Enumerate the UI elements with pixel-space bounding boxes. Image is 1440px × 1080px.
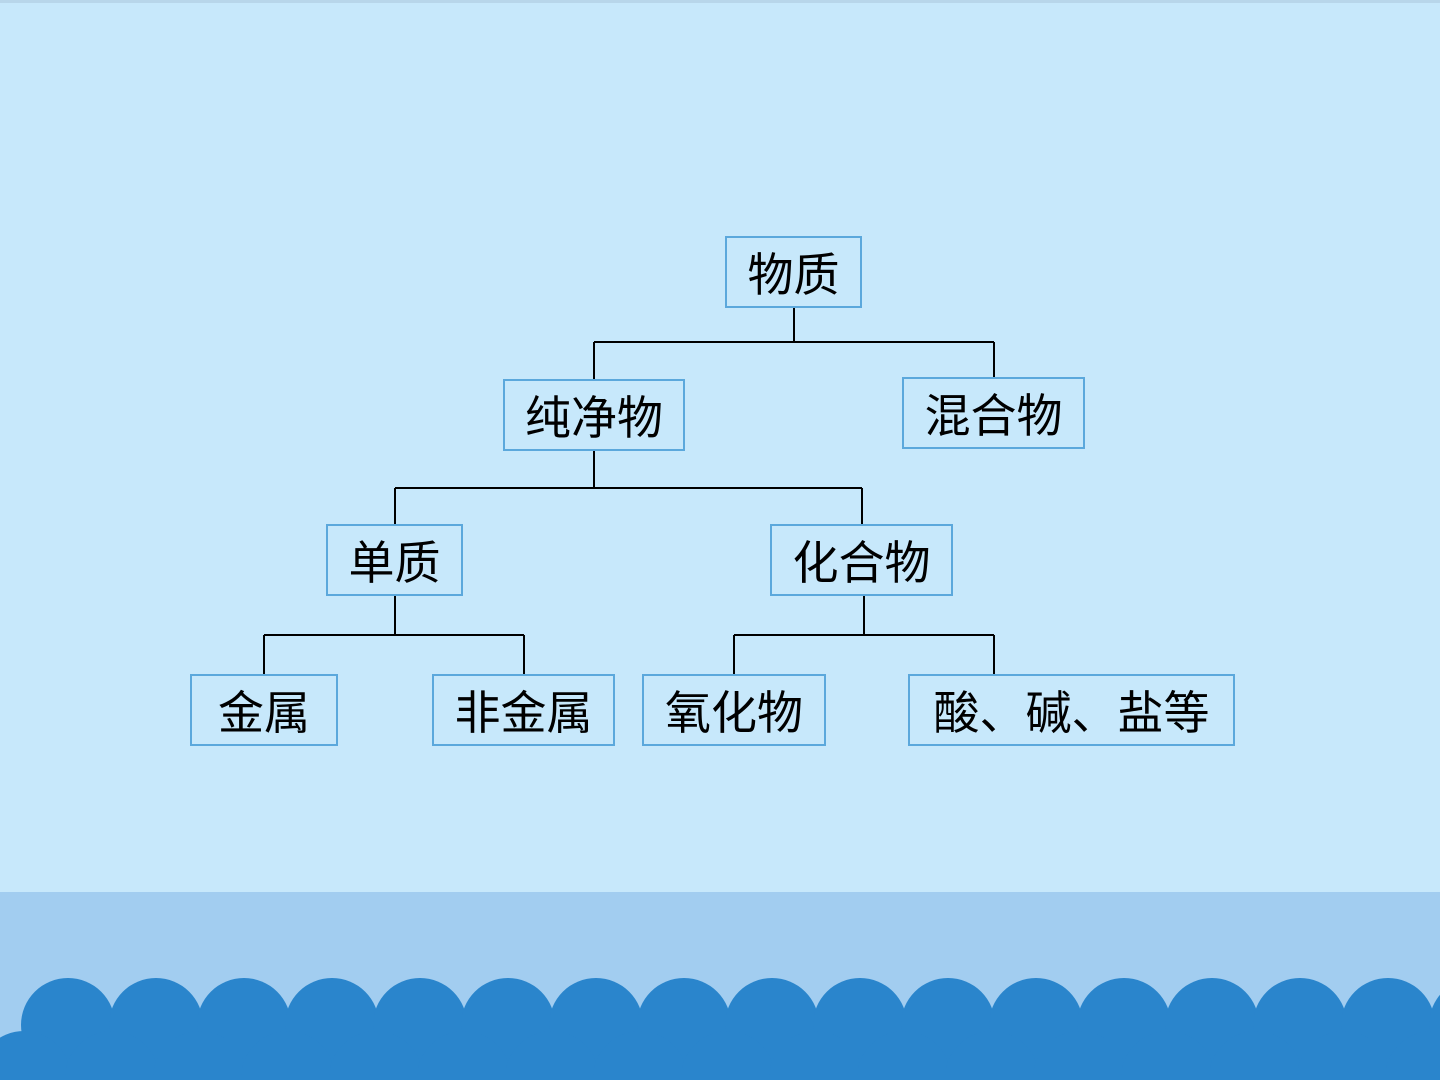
node-element: 单质 bbox=[326, 524, 463, 596]
node-pure-substance: 纯净物 bbox=[503, 379, 685, 451]
tree-connectors bbox=[263, 308, 995, 674]
wave-bottom-scallop bbox=[1033, 1031, 1127, 1080]
node-compound: 化合物 bbox=[770, 524, 953, 596]
top-edge-line bbox=[0, 0, 1440, 3]
node-nonmetal: 非金属 bbox=[432, 674, 615, 746]
wave-bottom-scallop bbox=[1385, 1031, 1440, 1080]
wave-bottom-scallop bbox=[769, 1031, 863, 1080]
wave-bottom-scallop bbox=[593, 1031, 687, 1080]
node-oxide: 氧化物 bbox=[642, 674, 826, 746]
wave-decoration bbox=[0, 978, 1440, 1080]
connector-element-children bbox=[263, 596, 525, 674]
wave-bottom-scallop bbox=[0, 1031, 71, 1080]
connector-pure-children bbox=[394, 451, 863, 524]
wave-bottom-scallop bbox=[1121, 1031, 1215, 1080]
connector-compound-children bbox=[733, 596, 995, 674]
wave-bottom-scallop bbox=[241, 1031, 335, 1080]
node-root: 物质 bbox=[725, 236, 862, 308]
wave-bottom-scallop bbox=[329, 1031, 423, 1080]
wave-bottom-scallop bbox=[1209, 1031, 1303, 1080]
wave-bottom-scallop bbox=[65, 1031, 159, 1080]
node-acid-base-salt: 酸、碱、盐等 bbox=[908, 674, 1235, 746]
wave-bottom-scallop bbox=[945, 1031, 1039, 1080]
wave-bottom-scallop bbox=[417, 1031, 511, 1080]
node-mixture: 混合物 bbox=[902, 377, 1085, 449]
connector-root-children bbox=[593, 308, 995, 379]
wave-bottom-scallop bbox=[857, 1031, 951, 1080]
node-metal: 金属 bbox=[190, 674, 338, 746]
wave-bottom-scallop bbox=[681, 1031, 775, 1080]
wave-bottom-scallop bbox=[1297, 1031, 1391, 1080]
wave-bottom-scallop bbox=[153, 1031, 247, 1080]
wave-bottom-scallop bbox=[505, 1031, 599, 1080]
